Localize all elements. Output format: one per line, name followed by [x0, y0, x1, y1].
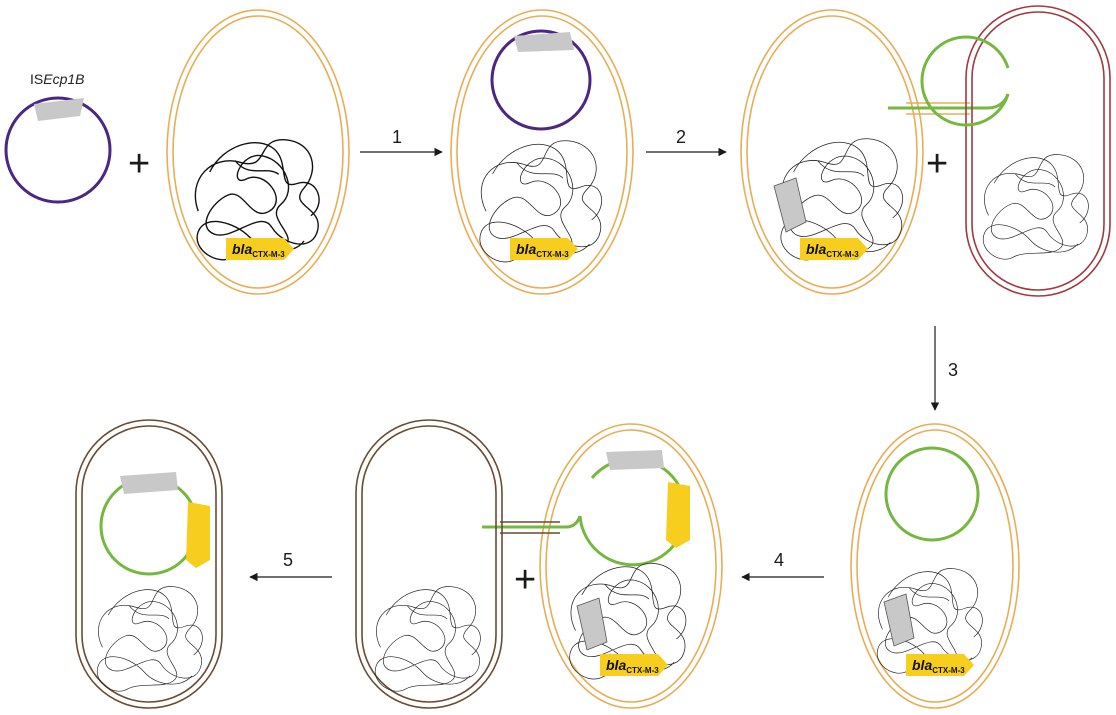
insertion-sequence-icon: [120, 472, 178, 494]
bla-gene-icon: [186, 502, 210, 568]
recipient-cell: [356, 420, 502, 708]
insertion-sequence-icon: [606, 450, 664, 470]
bla-gene-icon: [666, 482, 690, 548]
transposon-plasmid: [6, 98, 110, 202]
transconjugant-cell: [76, 420, 222, 708]
plus-sign-1: +: [128, 143, 150, 185]
step-5-label: 5: [283, 550, 293, 570]
plus-sign-3: +: [514, 559, 536, 601]
recipient-cell-with-conjugative-plasmid: [922, 6, 1110, 296]
integrated-insertion-sequence-icon: [884, 594, 914, 646]
plus-sign-2: +: [926, 143, 948, 185]
integrated-insertion-sequence-icon: [577, 598, 607, 650]
step-2-label: 2: [676, 127, 686, 147]
conjugation-pilus-1: [888, 94, 1008, 114]
step-3-label: 3: [948, 360, 958, 380]
integrated-insertion-sequence-icon: [774, 178, 806, 232]
transposon-label: ISEcp1B: [30, 71, 84, 87]
step-4-label: 4: [774, 550, 784, 570]
step-1-label: 1: [392, 127, 402, 147]
